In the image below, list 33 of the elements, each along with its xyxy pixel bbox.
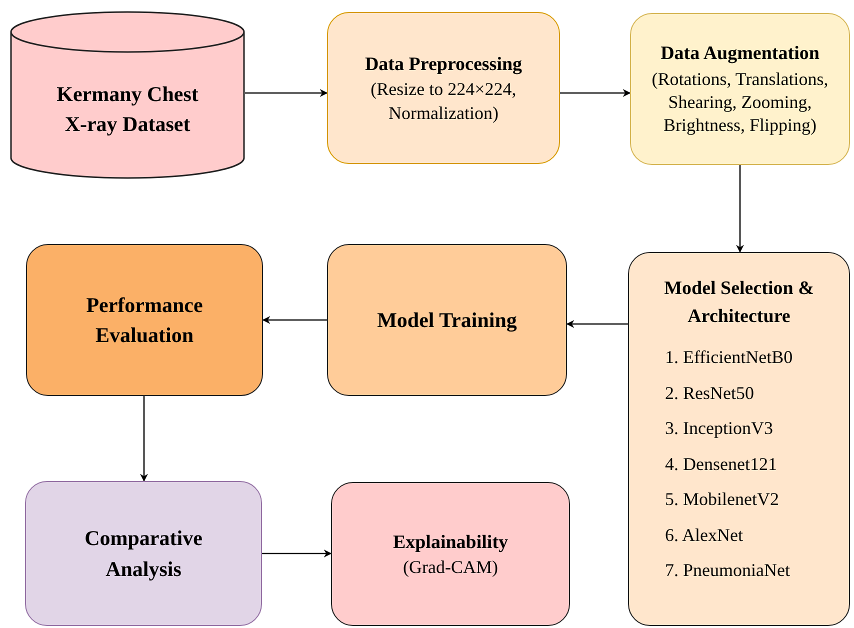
arrow [262, 316, 327, 324]
arrow [736, 165, 744, 253]
database-cylinder [10, 12, 245, 178]
box-label: Model Training [376, 306, 518, 334]
process-box [630, 13, 850, 165]
box-heading: Data Preprocessing [364, 52, 522, 77]
process-box [628, 252, 850, 626]
list-item: 3. InceptionV3 [665, 417, 773, 440]
list-item: 7. PneumoniaNet [665, 559, 790, 582]
box-heading: Data Augmentation [660, 42, 820, 66]
box-heading: Explainability [392, 530, 508, 555]
box-text: (Resize to 224×224, Normalization) [370, 78, 518, 125]
box-text: (Grad-CAM) [403, 556, 498, 580]
arrow [560, 89, 631, 97]
process-box [26, 244, 263, 396]
list-item: 6. AlexNet [665, 524, 743, 547]
box-label: Comparative Analysis [84, 525, 204, 582]
box-heading: Model Selection & Architecture [663, 277, 815, 329]
process-box [327, 244, 567, 396]
arrow [262, 550, 332, 558]
box-label: Performance Evaluation [85, 292, 204, 349]
arrow [245, 89, 328, 97]
arrow [140, 396, 148, 482]
process-box [331, 482, 570, 626]
list-item: 1. EfficientNetB0 [665, 346, 793, 370]
list-item: 2. ResNet50 [665, 382, 754, 405]
box-text: (Rotations, Translations, Shearing, Zooming, Brightness, Flipping) [650, 68, 830, 138]
arrow [566, 320, 628, 328]
list-item: 4. Densenet121 [665, 452, 777, 476]
process-box [25, 481, 262, 626]
process-box [327, 12, 560, 164]
box-label: Kermany Chest X-ray Dataset [56, 80, 200, 138]
list-item: 5. MobilenetV2 [665, 488, 779, 512]
